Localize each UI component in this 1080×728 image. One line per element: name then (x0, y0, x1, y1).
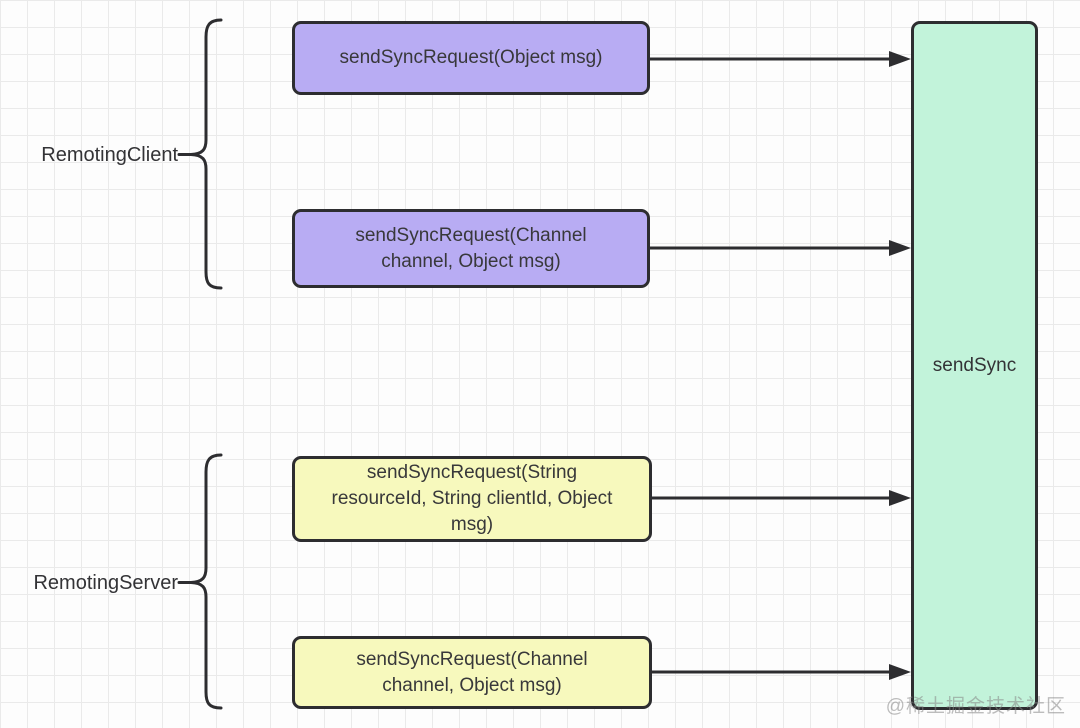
arrowhead-icon (889, 51, 911, 67)
arrowhead-icon (889, 664, 911, 680)
brace-remoting-server (177, 453, 223, 710)
target-box-label: sendSync (932, 354, 1017, 376)
arrowhead-icon (889, 240, 911, 256)
brace-remoting-client (177, 18, 223, 290)
method-box-server-2: sendSyncRequest(Channel channel, Object … (292, 636, 652, 709)
method-box-client-1: sendSyncRequest(Object msg) (292, 21, 650, 95)
group-label-remoting-client: RemotingClient (41, 144, 178, 166)
group-label-remoting-server: RemotingServer (33, 572, 178, 594)
watermark: @稀土掘金技术社区 (885, 696, 1066, 717)
arrowhead-icon (889, 490, 911, 506)
target-box-sendsync: sendSync (911, 21, 1038, 710)
method-box-server-1: sendSyncRequest(String resourceId, Strin… (292, 456, 652, 542)
method-box-client-2: sendSyncRequest(Channel channel, Object … (292, 209, 650, 288)
